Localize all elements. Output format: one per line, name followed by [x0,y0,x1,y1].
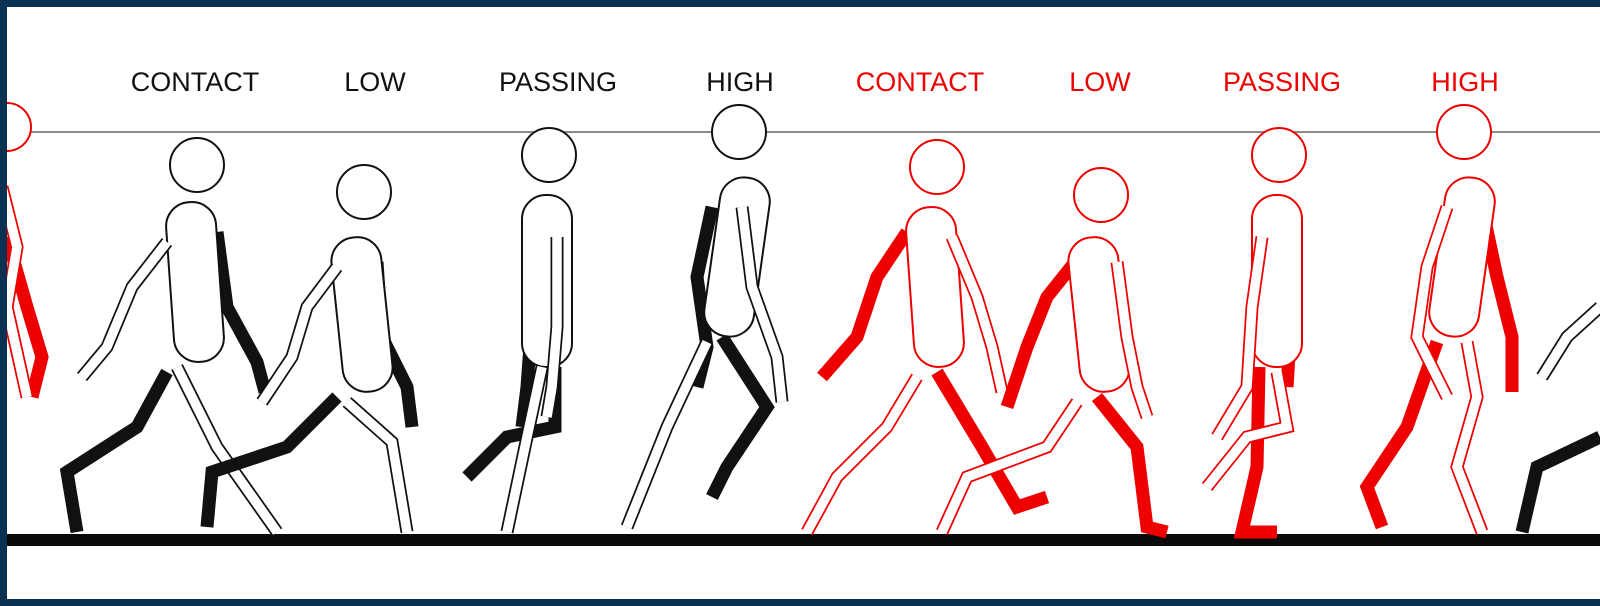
far-leg [67,372,167,532]
head [1074,168,1128,222]
torso [522,195,572,367]
walk-figure-partial-left [7,103,42,397]
torso [904,205,965,368]
label-low-2: LOW [1069,67,1131,97]
head [712,105,766,159]
walk-figure-contact [67,138,277,532]
label-high-2: HIGH [1431,67,1499,97]
head [1437,105,1491,159]
far-arm [217,232,265,392]
near-leg-fill [627,342,707,527]
far-arm [1007,262,1075,407]
head [1252,128,1306,182]
walk-figure-low-2 [942,168,1167,532]
walk-cycle-diagram: CONTACT LOW PASSING HIGH CONTACT LOW PAS… [7,7,1600,599]
head [170,138,224,192]
ground-line [7,534,1600,546]
label-passing-1: PASSING [499,67,617,97]
far-arm [822,232,907,377]
walk-figure-high-2 [1367,105,1512,532]
label-high-1: HIGH [706,67,774,97]
label-contact-1: CONTACT [131,67,260,97]
far-leg [207,397,337,527]
far-leg [937,372,1047,507]
head [337,165,391,219]
torso [329,235,395,394]
head [522,128,576,182]
label-contact-2: CONTACT [856,67,985,97]
near-arm-fill [82,242,167,377]
far-leg [1097,397,1167,532]
far-leg [1522,437,1600,532]
label-passing-2: PASSING [1223,67,1341,97]
label-low-1: LOW [344,67,406,97]
walk-figure-high [627,105,782,527]
walk-cycle-svg: CONTACT LOW PASSING HIGH CONTACT LOW PAS… [7,7,1600,599]
near-leg-fill [807,377,917,532]
head [910,140,964,194]
walk-figure-partial-right [1522,307,1600,532]
near-arm-fill [262,267,337,402]
head [7,103,31,151]
walk-figures [7,103,1600,532]
far-leg [712,337,767,497]
walk-figure-contact-2 [807,140,1047,532]
walk-figure-passing-2 [1207,128,1306,532]
walk-figure-passing [467,128,576,532]
torso [164,200,225,363]
